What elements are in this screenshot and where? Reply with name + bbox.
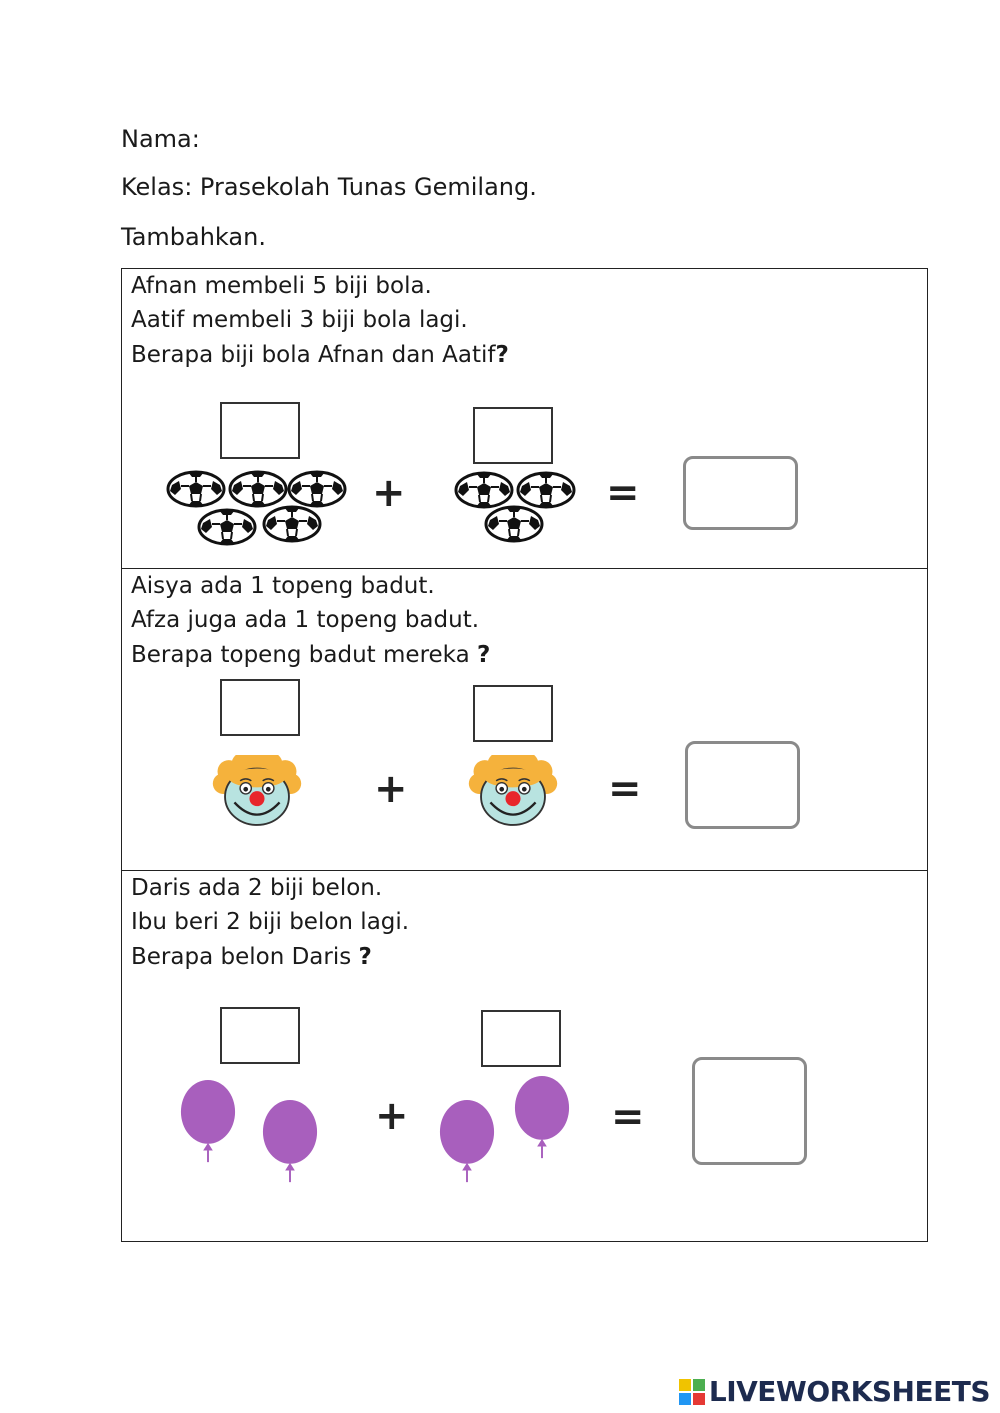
answer-box-right[interactable] xyxy=(473,685,553,742)
result-box[interactable] xyxy=(683,456,798,530)
clown-mask-icon xyxy=(210,755,304,831)
question-1-line-2: Aatif membeli 3 biji bola lagi. xyxy=(131,307,468,333)
balloon-icon xyxy=(438,1099,496,1186)
balloon-icon xyxy=(179,1079,237,1166)
answer-box-left[interactable] xyxy=(220,679,300,736)
answer-box-left[interactable] xyxy=(220,1007,300,1064)
balloon-icon xyxy=(261,1099,319,1186)
question-3-line-2: Ibu beri 2 biji belon lagi. xyxy=(131,909,410,935)
question-2-line-1: Aisya ada 1 topeng badut. xyxy=(131,573,435,599)
question-mark: ? xyxy=(358,944,372,970)
name-label: Nama: xyxy=(121,125,200,153)
result-box[interactable] xyxy=(685,741,800,829)
liveworksheets-logo-icon xyxy=(678,1378,705,1405)
soccer-ball-icon xyxy=(484,504,544,544)
balloon-icon xyxy=(513,1075,571,1162)
question-row-2: Aisya ada 1 topeng badut. Afza juga ada … xyxy=(122,568,927,870)
plus-sign: + xyxy=(374,766,408,812)
soccer-ball-icon xyxy=(287,469,347,509)
equals-sign: = xyxy=(606,470,640,516)
equals-sign: = xyxy=(611,1094,645,1140)
question-2-line-2: Afza juga ada 1 topeng badut. xyxy=(131,607,480,633)
question-1-line-1: Afnan membeli 5 biji bola. xyxy=(131,273,432,299)
liveworksheets-logo: LIVEWORKSHEETS xyxy=(678,1375,991,1408)
soccer-ball-icon xyxy=(197,507,257,547)
brand-text: LIVEWORKSHEETS xyxy=(708,1375,991,1408)
answer-box-right[interactable] xyxy=(481,1010,561,1067)
soccer-ball-icon xyxy=(262,504,322,544)
clown-mask-icon xyxy=(466,755,560,831)
soccer-ball-icon xyxy=(166,469,226,509)
question-mark: ? xyxy=(477,642,491,668)
answer-box-left[interactable] xyxy=(220,402,300,459)
questions-table: Afnan membeli 5 biji bola. Aatif membeli… xyxy=(121,268,928,1242)
question-1-line-3: Berapa biji bola Afnan dan Aatif? xyxy=(131,342,509,368)
question-2-line-3: Berapa topeng badut mereka ? xyxy=(131,642,491,668)
equals-sign: = xyxy=(608,766,642,812)
soccer-ball-icon xyxy=(228,469,288,509)
result-box[interactable] xyxy=(692,1057,807,1165)
question-3-line-3: Berapa belon Daris ? xyxy=(131,944,372,970)
plus-sign: + xyxy=(372,470,406,516)
plus-sign: + xyxy=(375,1093,409,1139)
question-row-1: Afnan membeli 5 biji bola. Aatif membeli… xyxy=(122,269,927,568)
question-3-line-1: Daris ada 2 biji belon. xyxy=(131,875,383,901)
instruction: Tambahkan. xyxy=(121,223,266,251)
class-label: Kelas: Prasekolah Tunas Gemilang. xyxy=(121,173,537,201)
answer-box-right[interactable] xyxy=(473,407,553,464)
question-row-3: Daris ada 2 biji belon. Ibu beri 2 biji … xyxy=(122,870,927,1241)
question-mark: ? xyxy=(495,342,509,368)
